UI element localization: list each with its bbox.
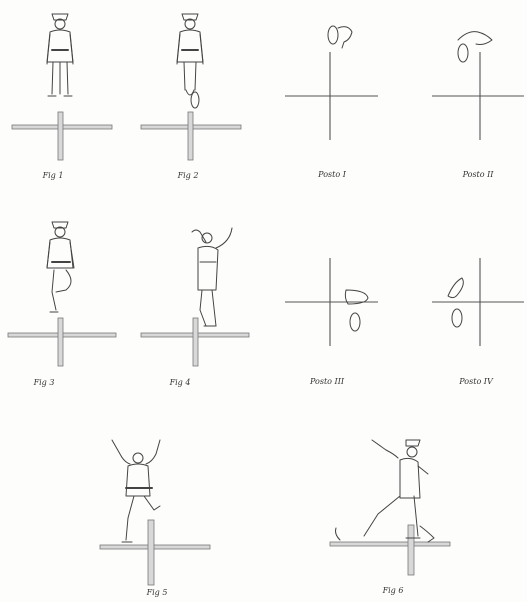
position-3-footprints <box>345 290 368 331</box>
caption-posto-3: Posto III <box>310 377 344 386</box>
figure-3-one-leg-raised <box>8 222 116 366</box>
fig3-man <box>47 222 74 312</box>
position-2-footprints <box>458 32 492 62</box>
caption-fig-5: Fig 5 <box>147 588 168 597</box>
figure-6-lunging <box>330 440 450 575</box>
fig4-man <box>192 228 232 326</box>
position-1-diagram <box>285 26 378 140</box>
caption-fig-1: Fig 1 <box>43 171 64 180</box>
fig5-beam-horizontal <box>100 545 210 549</box>
caption-fig-2: Fig 2 <box>178 171 199 180</box>
fig5-beam-vertical <box>148 520 154 585</box>
figure-4-arms-raised <box>141 228 249 366</box>
fig4-beam-vertical <box>193 318 198 366</box>
position-3-diagram <box>285 258 378 346</box>
position-2-diagram <box>432 32 524 140</box>
caption-fig-3: Fig 3 <box>34 378 55 387</box>
caption-fig-4: Fig 4 <box>170 378 191 387</box>
caption-fig-6: Fig 6 <box>383 586 404 595</box>
fig2-man <box>177 14 203 108</box>
caption-posto-1: Posto I <box>318 170 346 179</box>
fig3-beam-vertical <box>58 318 63 366</box>
figure-2-standing-on-cross <box>141 14 241 160</box>
fig6-beam-vertical <box>408 525 414 575</box>
caption-posto-2: Posto II <box>463 170 494 179</box>
caption-posto-4: Posto IV <box>459 377 493 386</box>
fig1-beam-vertical <box>58 112 63 160</box>
position-1-footprints <box>328 26 352 48</box>
fig1-man <box>47 14 73 96</box>
position-4-diagram <box>432 258 524 346</box>
figure-5-arms-raised-stepping <box>100 440 210 585</box>
fig2-beam-vertical <box>188 112 193 160</box>
fig6-beam-horizontal <box>330 542 450 546</box>
fig6-man <box>336 440 435 542</box>
figure-1-standing-on-cross <box>12 14 112 160</box>
